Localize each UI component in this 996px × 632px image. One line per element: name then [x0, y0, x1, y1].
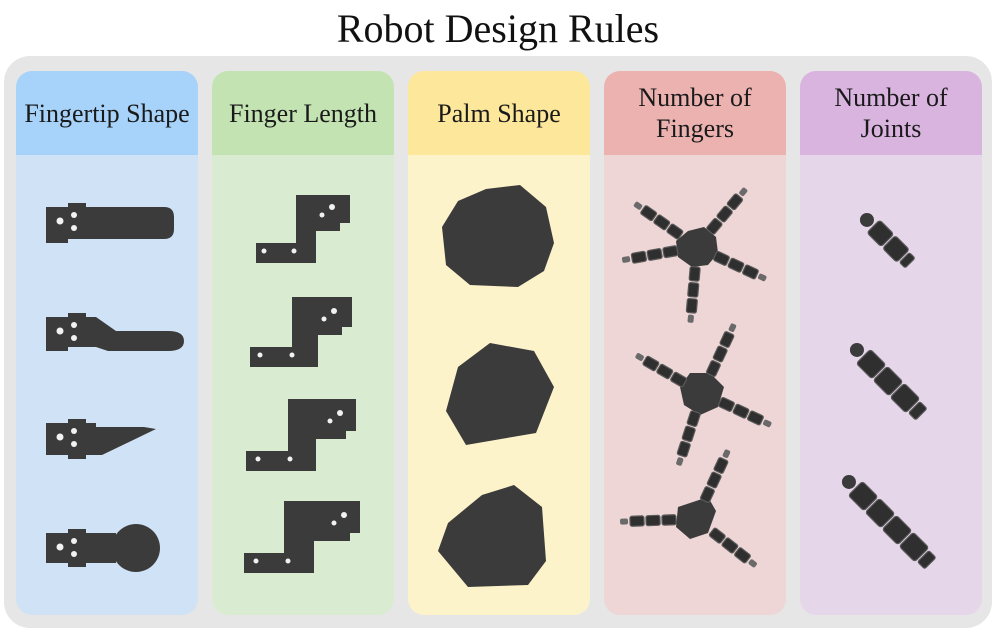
- finger-length-medium-icon: [250, 297, 352, 367]
- finger-length-long-icon: [246, 399, 356, 471]
- number-of-joints-header: Number of Joints: [800, 71, 982, 155]
- sphere-fingertip-icon: [46, 524, 160, 572]
- figure-title: Robot Design Rules: [336, 6, 660, 51]
- finger-length-header: Finger Length: [212, 71, 394, 155]
- octagon-palm-icon: [442, 185, 554, 287]
- three-finger-hand-icon: [620, 449, 757, 568]
- four-finger-hand-icon: [635, 323, 772, 466]
- five-finger-hand-icon: [621, 187, 767, 323]
- four-joint-finger-icon: [841, 474, 936, 569]
- finger-length-short-icon: [256, 195, 350, 263]
- number-of-fingers-header: Number of Fingers: [604, 71, 786, 155]
- hexagon-palm-icon: [438, 485, 546, 587]
- number-of-fingers-column: Number of Fingers: [604, 71, 786, 615]
- finger-length-body: [212, 155, 394, 615]
- fingertip-shape-body: [16, 155, 198, 615]
- pentagon-palm-icon: [446, 343, 554, 445]
- fingertip-shape-header: Fingertip Shape: [16, 71, 198, 155]
- two-joint-finger-icon: [859, 212, 915, 268]
- fingertip-shape-column: Fingertip Shape: [16, 71, 198, 615]
- rounded-cylinder-fingertip-icon: [46, 313, 184, 351]
- finger-length-longest-icon: [244, 501, 360, 573]
- palm-shape-body: [408, 155, 590, 615]
- number-of-joints-column: Number of Joints: [800, 71, 982, 615]
- palm-shape-header: Palm Shape: [408, 71, 590, 155]
- three-joint-finger-icon: [849, 342, 927, 420]
- finger-length-column: Finger Length: [212, 71, 394, 615]
- palm-shape-column: Palm Shape: [408, 71, 590, 615]
- number-of-fingers-body: [604, 155, 786, 615]
- wedge-fingertip-icon: [46, 419, 156, 459]
- number-of-joints-body: [800, 155, 982, 615]
- flat-fingertip-icon: [46, 203, 174, 243]
